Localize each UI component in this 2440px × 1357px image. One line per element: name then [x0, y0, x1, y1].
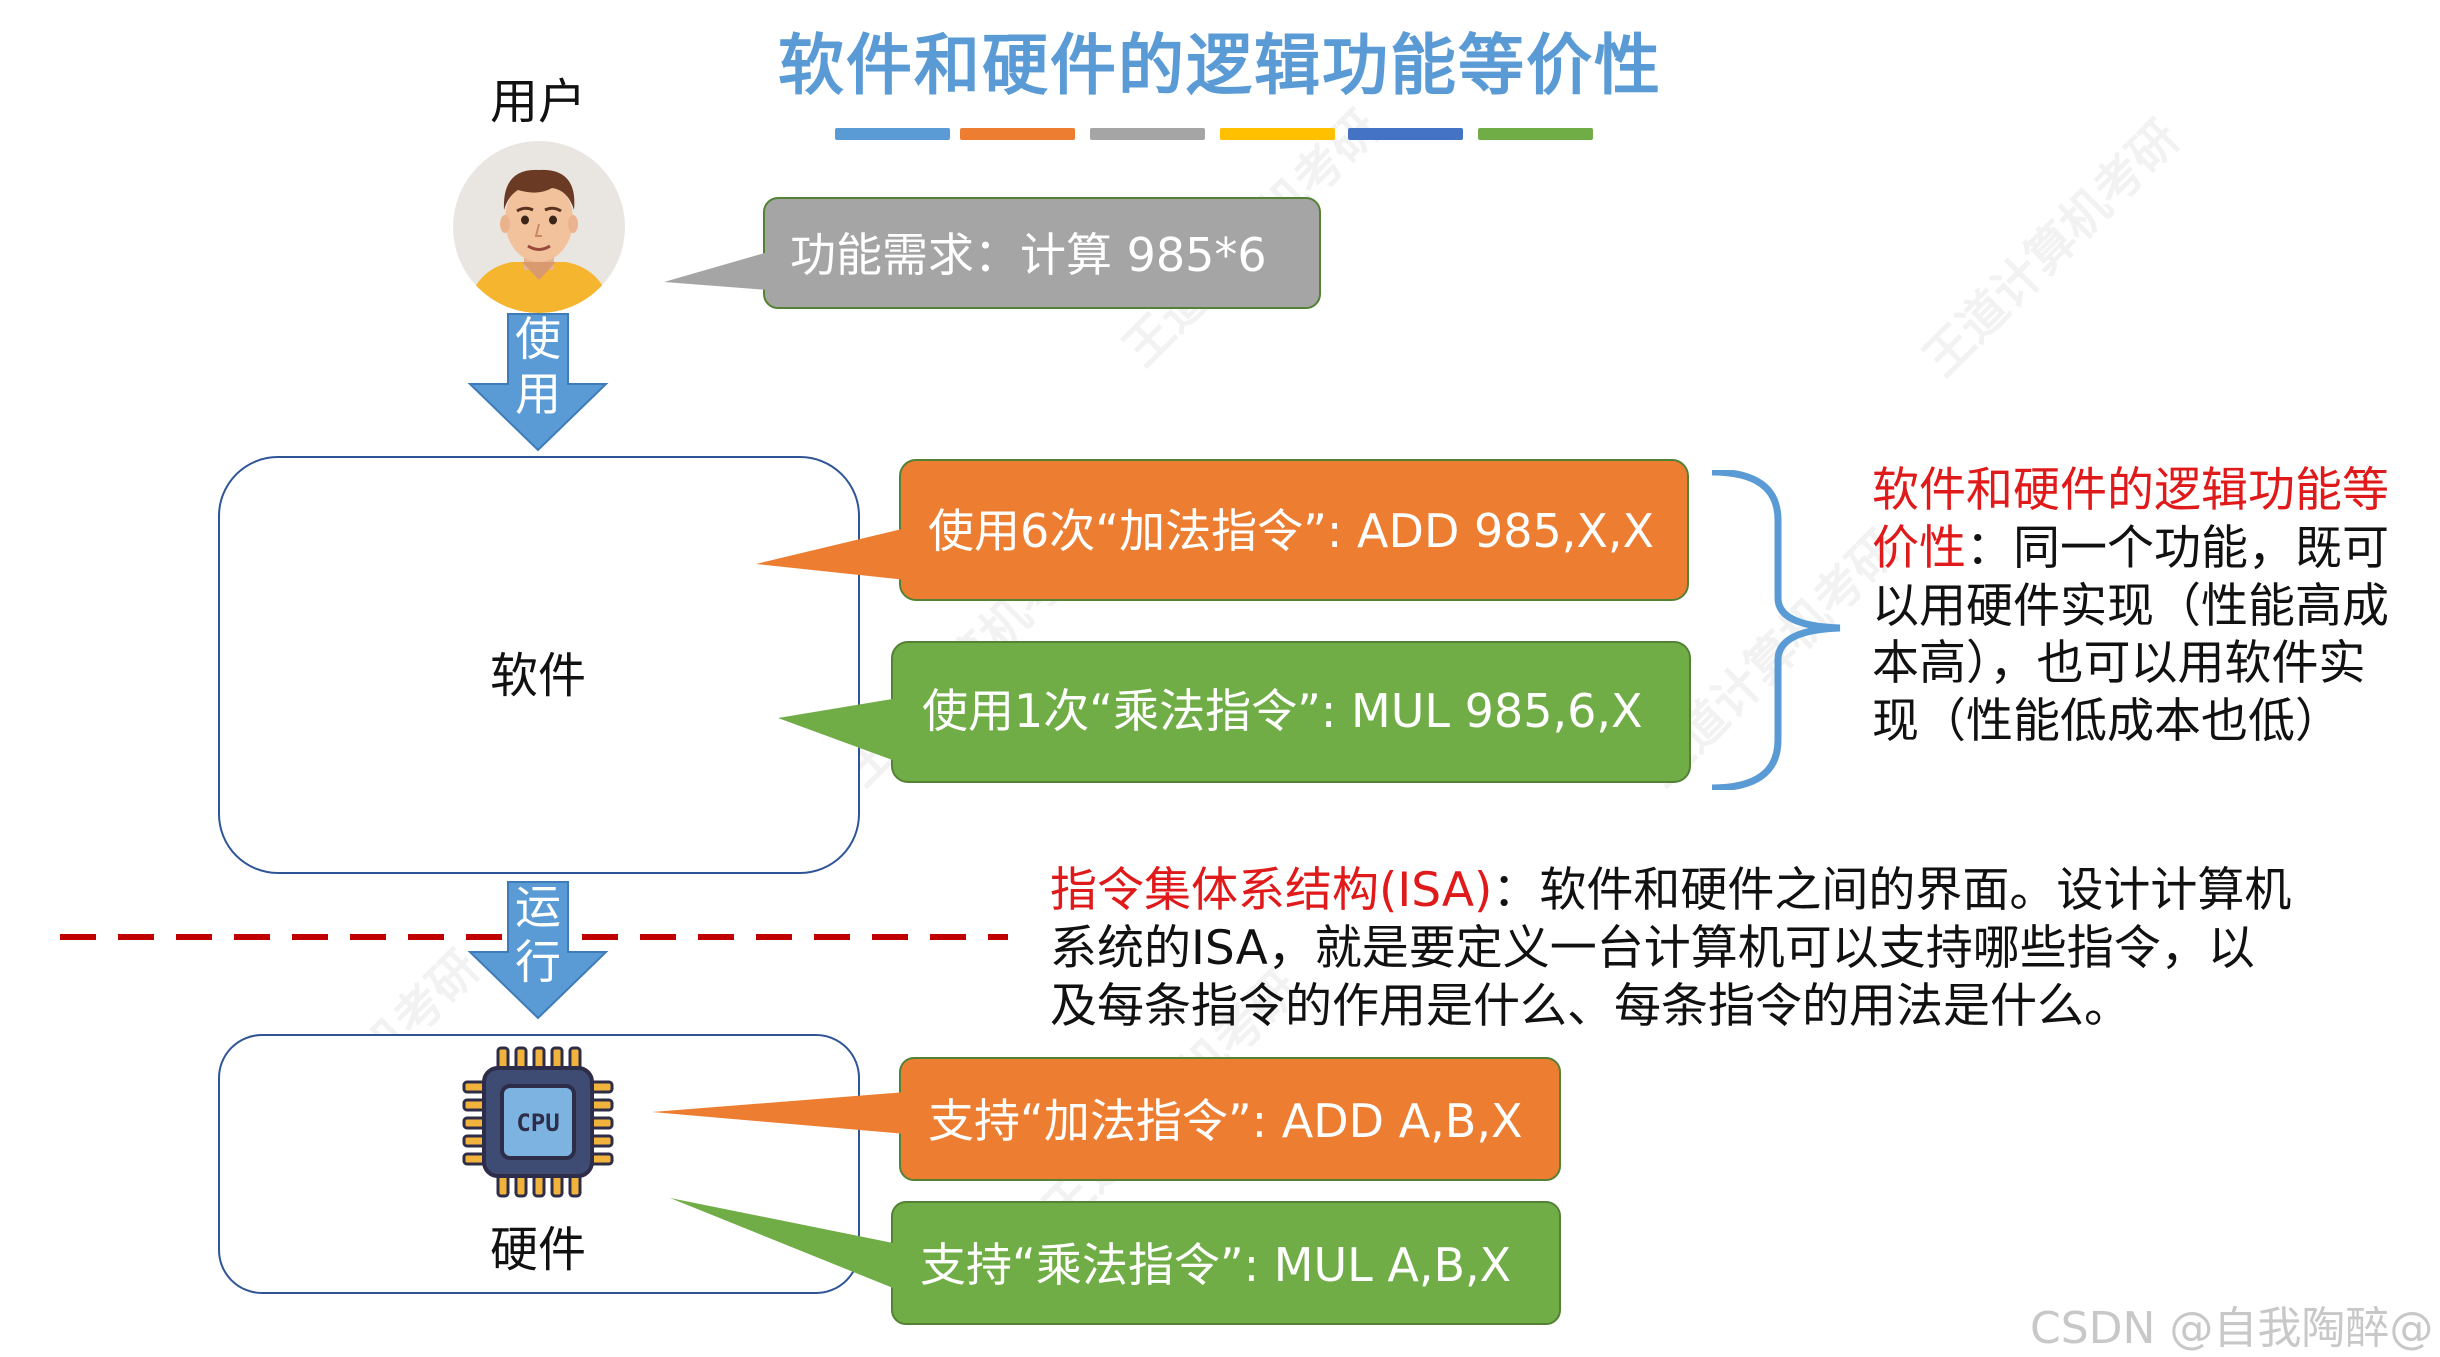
software-add-callout-text: 使用6次“加法指令”: ADD 985,X,X [928, 504, 1655, 558]
title-bar-segment-6 [1478, 128, 1593, 140]
software-label: 软件 [490, 648, 587, 704]
title-bar-segment-4 [1220, 128, 1335, 140]
title-bar-segment-3 [1090, 128, 1205, 140]
equivalence-term: 软件和硬件的逻辑功能等价性 [1872, 463, 2389, 576]
software-mul-callout-text: 使用1次“乘法指令”: MUL 985,6,X [922, 684, 1643, 738]
hardware-label: 硬件 [490, 1222, 587, 1278]
demand-callout-shape [664, 197, 1321, 309]
hardware-add-callout-text: 支持“加法指令”: ADD A,B,X [928, 1094, 1523, 1148]
hardware-mul-callout-shape [670, 1198, 1561, 1325]
hardware-mul-callout-text: 支持“乘法指令”: MUL A,B,X [920, 1238, 1512, 1292]
software-add-callout-shape [756, 459, 1689, 601]
run-arrow-label: 运 行 [515, 880, 561, 990]
demand-callout-text: 功能需求：计算 985*6 [790, 228, 1267, 282]
curly-brace [1711, 470, 1841, 790]
software-box [218, 456, 860, 874]
equivalence-text: ：同一个功能，既可以用硬件实现（性能高成本高），也可以用软件实现（性能低成本也低… [1872, 520, 2389, 750]
equivalence-note: 软件和硬件的逻辑功能等价性：同一个功能，既可以用硬件实现（性能高成本高），也可以… [1872, 462, 2402, 751]
title-bar-segment-5 [1348, 128, 1463, 140]
user-label: 用户 [490, 74, 587, 130]
title-bar-segment-2 [960, 128, 1075, 140]
title-bar-segment-1 [835, 128, 950, 140]
use-arrow [467, 313, 609, 452]
hardware-add-callout-shape [652, 1057, 1561, 1181]
cpu-chip-icon: CPU [462, 1046, 614, 1198]
csdn-credit: CSDN @自我陶醉@ [2030, 1303, 2434, 1354]
software-mul-callout-shape [778, 641, 1691, 783]
use-arrow-label: 使 用 [515, 312, 561, 422]
user-avatar-icon [453, 141, 625, 313]
watermark-2: 王道计算机考研 [1912, 109, 2191, 388]
isa-note: 指令集体系结构(ISA)：软件和硬件之间的界面。设计计算机系统的ISA，就是要定… [1050, 862, 2300, 1035]
isa-text: ：软件和硬件之间的界面。设计计算机系统的ISA，就是要定义一台计算机可以支持哪些… [1050, 863, 2292, 1034]
run-arrow [467, 881, 609, 1020]
isa-term: 指令集体系结构(ISA) [1050, 863, 1493, 918]
cpu-chip-text: CPU [516, 1109, 559, 1137]
page-title: 软件和硬件的逻辑功能等价性 [778, 27, 1662, 104]
